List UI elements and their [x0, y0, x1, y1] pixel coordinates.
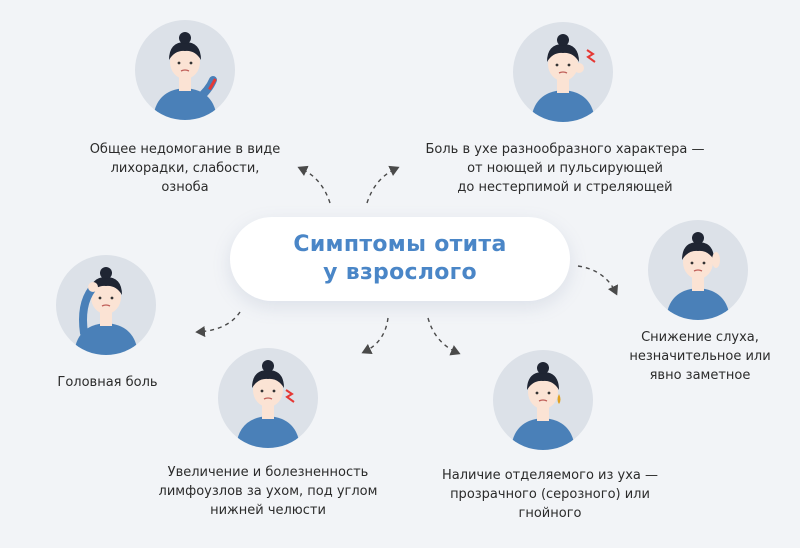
caption-line: нижней челюсти	[210, 503, 326, 518]
caption-line: явно заметное	[649, 368, 751, 383]
title-line-1: Симптомы отита	[293, 232, 507, 257]
avatar-discharge	[493, 350, 593, 450]
title-pill: Симптомы отита у взрослого	[230, 217, 570, 301]
caption-line: лихорадки, слабости,	[110, 161, 260, 176]
person-head	[91, 280, 121, 314]
person-body	[666, 288, 730, 320]
caption-line: прозрачного (серозного) или	[450, 487, 650, 502]
avatar-headache	[56, 255, 156, 355]
caption-headache: Головная боль	[40, 373, 175, 392]
avatar-hearing-loss	[648, 220, 748, 320]
arrow-to-headache	[195, 311, 241, 338]
pain-icon	[285, 389, 295, 403]
caption-line: озноба	[161, 180, 209, 195]
arrow-to-discharge	[427, 317, 461, 356]
drop-icon	[557, 394, 561, 404]
avatar-lymph-nodes	[218, 348, 318, 448]
caption-line: гнойного	[518, 506, 582, 521]
person-head	[683, 245, 713, 279]
caption-ear-pain: Боль в ухе разнообразного характера — от…	[405, 140, 725, 197]
caption-lymph-nodes: Увеличение и болезненность лимфоузлов за…	[133, 463, 403, 520]
caption-line: до нестерпимой и стреляющей	[457, 180, 673, 195]
hand-icon	[88, 282, 98, 292]
caption-line: незначительное или	[629, 349, 771, 364]
person-body	[236, 416, 300, 448]
caption-line: лимфоузлов за ухом, под углом	[158, 484, 378, 499]
caption-discharge: Наличие отделяемого из уха — прозрачного…	[425, 466, 675, 523]
arrow-to-malaise	[297, 165, 331, 204]
person-body	[531, 90, 595, 122]
caption-line: Общее недомогание в виде	[89, 142, 281, 157]
person-head	[528, 375, 558, 409]
person-head	[253, 373, 283, 407]
caption-line: Головная боль	[57, 375, 158, 390]
person-head	[170, 45, 200, 79]
person-body	[74, 323, 138, 355]
caption-hearing-loss: Снижение слуха, незначительное или явно …	[615, 328, 785, 385]
caption-line: от ноющей и пульсирующей	[467, 161, 663, 176]
caption-line: Наличие отделяемого из уха —	[441, 468, 659, 483]
caption-line: Снижение слуха,	[641, 330, 759, 345]
title-line-2: у взрослого	[323, 260, 477, 285]
person-head	[548, 47, 578, 81]
hand-icon	[712, 252, 720, 268]
arrow-to-ear-pain	[366, 165, 400, 204]
arrow-to-hearing-loss	[577, 265, 619, 296]
avatar-malaise	[135, 20, 235, 120]
pain-icon	[586, 49, 596, 63]
thermometer-icon	[208, 78, 217, 91]
avatar-ear-pain	[513, 22, 613, 122]
person-body	[511, 418, 575, 450]
caption-line: Увеличение и болезненность	[167, 465, 369, 480]
arrow-to-lymph-nodes	[361, 317, 389, 355]
caption-line: Боль в ухе разнообразного характера —	[425, 142, 705, 157]
caption-malaise: Общее недомогание в виде лихорадки, слаб…	[75, 140, 295, 197]
